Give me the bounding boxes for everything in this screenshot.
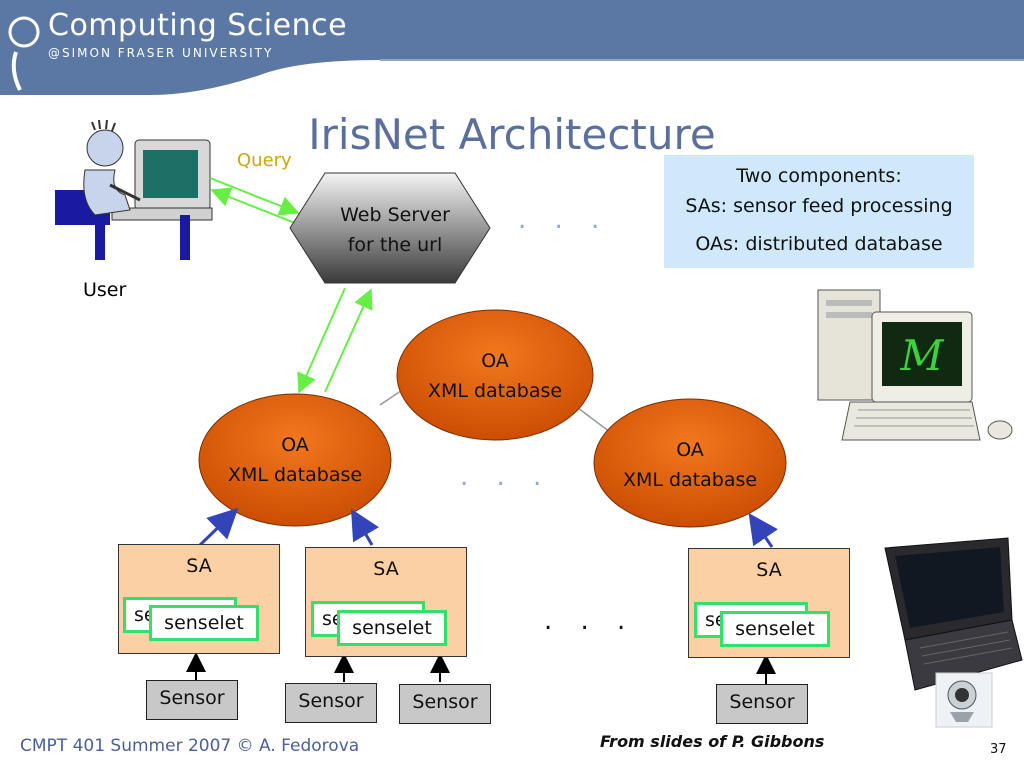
sa-node-2: SA se senselet (305, 547, 467, 657)
query-label: Query (237, 150, 292, 171)
components-callout: Two components: SAs: sensor feed process… (664, 155, 974, 268)
oa-title: OA (481, 350, 509, 372)
sa-label: SA (373, 558, 399, 580)
web-server-node (289, 172, 491, 284)
sensor-4: Sensor (716, 684, 808, 724)
sfu-logo-icon (8, 16, 40, 91)
oa-node-right (593, 398, 787, 528)
oa-label-right: OA XML database (594, 435, 786, 495)
ellipsis-top: . . . (518, 205, 610, 235)
callout-line3: OAs: distributed database (695, 233, 943, 255)
desktop-pc-icon: M (817, 289, 1013, 441)
footer-course: CMPT 401 Summer 2007 © A. Fedorova (20, 736, 360, 756)
web-server-line2: for the url (347, 234, 443, 256)
header-band (0, 0, 1024, 95)
brand-title: Computing Science (48, 8, 348, 43)
sa-label: SA (756, 559, 782, 581)
sensor-1: Sensor (146, 680, 238, 720)
ellipsis-bottom: . . . (544, 606, 636, 636)
svg-text:M: M (899, 331, 944, 380)
footer-credit: From slides of P. Gibbons (600, 732, 825, 751)
web-server-line1: Web Server (340, 204, 450, 226)
user-computer-icon (55, 119, 213, 260)
user-label: User (83, 279, 127, 301)
oa-label-top: OA XML database (397, 346, 593, 406)
senselet-front: senselet (720, 611, 830, 647)
senselet-front: senselet (337, 610, 447, 646)
sensor-2: Sensor (285, 683, 377, 723)
web-server-label: Web Server for the url (300, 200, 490, 260)
laptop-icon (884, 537, 1023, 691)
oa-title: OA (281, 434, 309, 456)
sa-node-3: SA se senselet (688, 548, 850, 658)
page-number: 37 (990, 742, 1007, 757)
sensor-3: Sensor (399, 684, 491, 724)
brand-subtitle: @SIMON FRASER UNIVERSITY (48, 46, 274, 60)
oa-title: OA (676, 439, 704, 461)
senselet-front: senselet (149, 605, 259, 641)
webcam-icon (935, 672, 993, 728)
oa-subtitle: XML database (427, 380, 563, 402)
oa-subtitle: XML database (622, 469, 758, 491)
sa-label: SA (186, 555, 212, 577)
callout-line1: Two components: (736, 165, 902, 187)
slide-title: IrisNet Architecture (308, 110, 716, 159)
ellipsis-middle: . . . (460, 462, 552, 492)
sa-node-1: SA se senselet (118, 544, 280, 654)
oa-subtitle: XML database (227, 464, 363, 486)
oa-node-left (198, 393, 392, 527)
callout-line2: SAs: sensor feed processing (685, 195, 953, 217)
oa-label-left: OA XML database (199, 430, 391, 490)
oa-node-top (396, 309, 594, 441)
